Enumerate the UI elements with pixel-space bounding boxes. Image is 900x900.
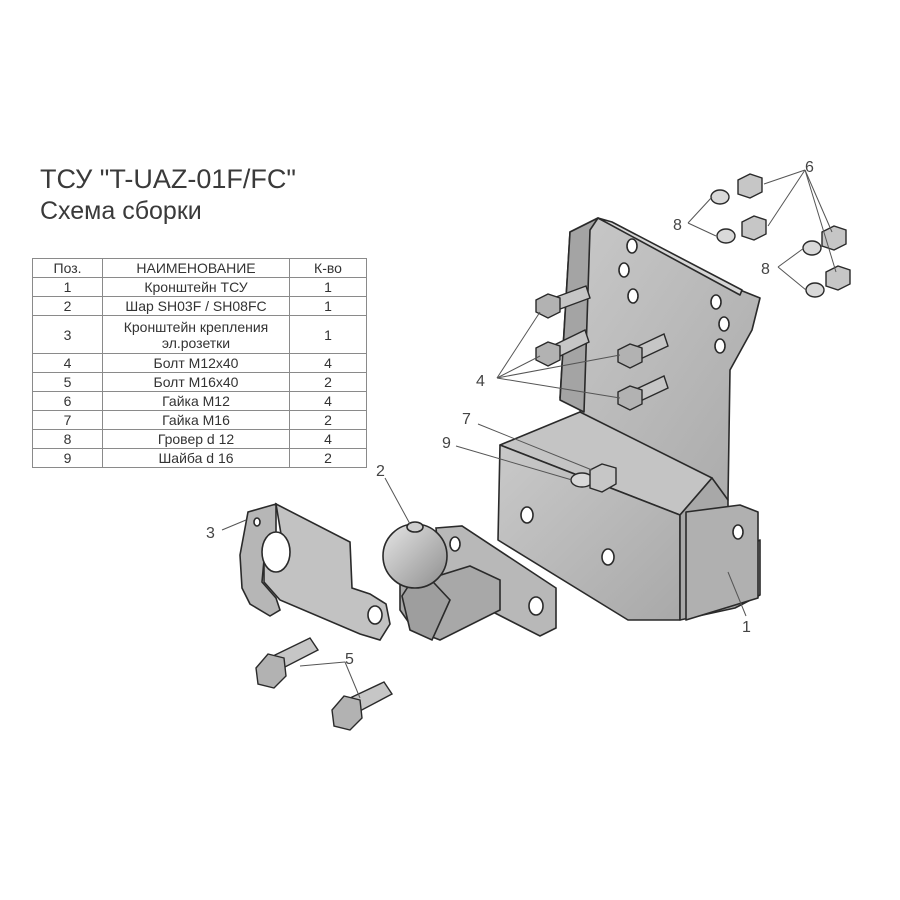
table-row: 9 Шайба d 16 2 [32, 448, 367, 468]
leader-lines [221, 169, 837, 699]
bolts-m12 [535, 285, 669, 411]
header-pos: Поз. [32, 258, 103, 278]
row-name: Кронштейн ТСУ [102, 277, 290, 297]
main-bracket [497, 217, 761, 621]
nuts-and-washers-m12 [710, 173, 851, 298]
table-row: 4 Болт М12х40 4 [32, 353, 367, 373]
row-qty: 1 [289, 315, 367, 354]
table-row: 2 Шар SH03F / SH08FC 1 [32, 296, 367, 316]
drawing-subtitle: Схема сборки [40, 197, 202, 225]
row-name: Болт М16х40 [102, 372, 290, 392]
table-row: 6 Гайка М12 4 [32, 391, 367, 411]
row-name: Гровер d 12 [102, 429, 290, 449]
callout-6: 6 [805, 159, 814, 176]
table-row: 5 Болт М16х40 2 [32, 372, 367, 392]
row-name: Шайба d 16 [102, 448, 290, 468]
nut-and-washer-m16 [570, 463, 617, 493]
callout-5: 5 [345, 651, 354, 668]
drawing-title: ТСУ "T-UAZ-01F/FC" [40, 164, 296, 194]
table-row: 7 Гайка М16 2 [32, 410, 367, 430]
callout-3: 3 [206, 525, 215, 542]
callout-2: 2 [376, 463, 385, 480]
parts-table-header: Поз. НАИМЕНОВАНИЕ К-во [32, 258, 367, 278]
row-name: Шар SH03F / SH08FC [102, 296, 290, 316]
table-row: 8 Гровер d 12 4 [32, 429, 367, 449]
table-row: 3 Кронштейн крепления эл.розетки 1 [32, 315, 367, 354]
socket-bracket [239, 502, 391, 641]
callout-4: 4 [476, 373, 485, 390]
callout-7: 7 [462, 411, 471, 428]
row-name: Кронштейн крепления эл.розетки [102, 315, 290, 354]
callout-8: 8 [761, 261, 770, 278]
bolts-m16 [255, 637, 394, 731]
callout-1: 1 [742, 619, 751, 636]
callout-8: 8 [673, 217, 682, 234]
tow-ball [382, 521, 557, 642]
row-pos: 3 [32, 315, 103, 354]
row-pos: 9 [32, 448, 103, 468]
callout-9: 9 [442, 435, 451, 452]
parts-table: Поз. НАИМЕНОВАНИЕ К-во 1 Кронштейн ТСУ 1… [32, 258, 367, 468]
row-qty: 2 [289, 448, 367, 468]
